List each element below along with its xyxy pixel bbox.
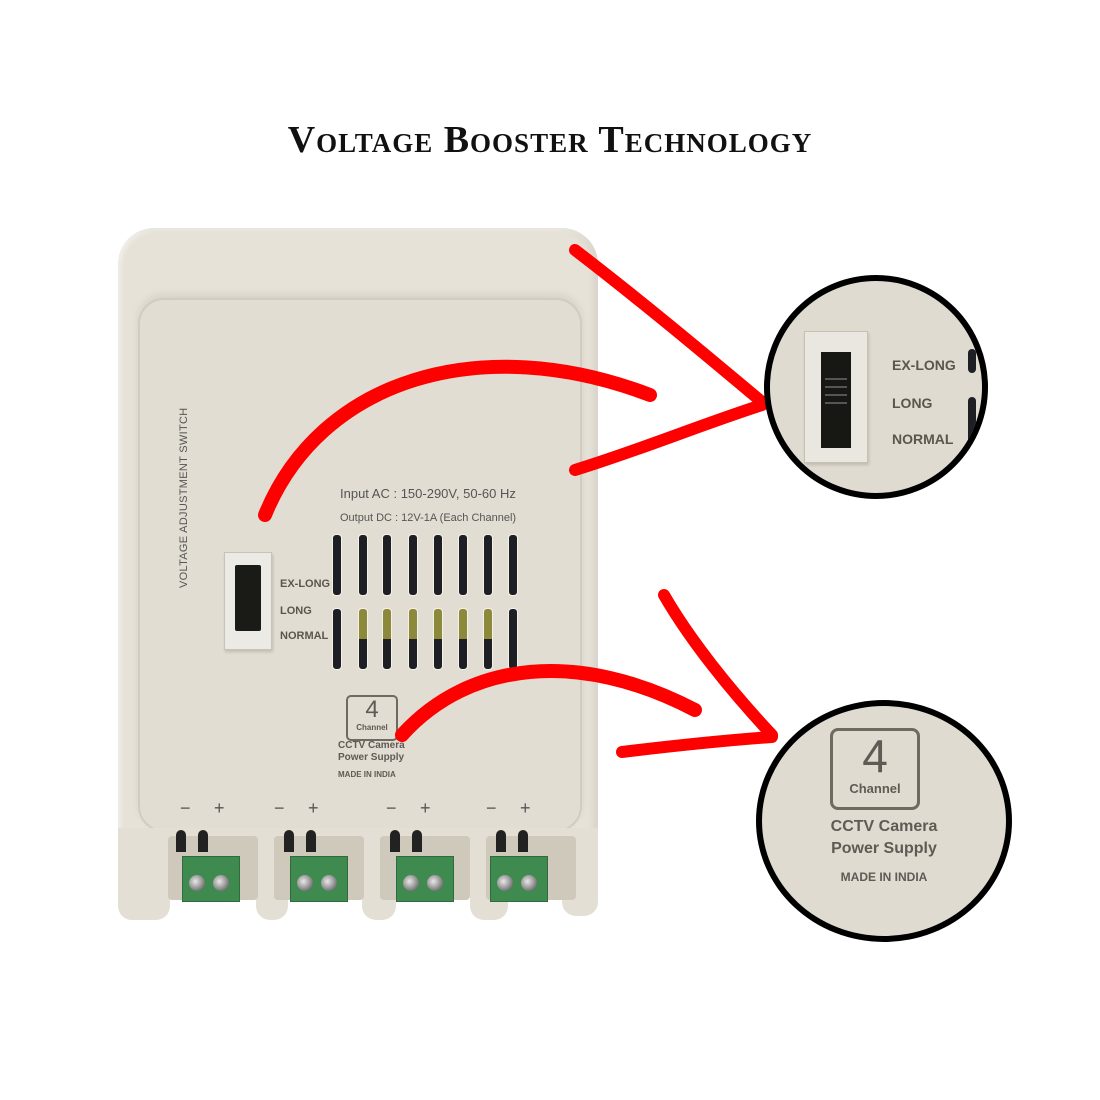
terminal-3[interactable] [380,830,470,902]
polarity-plus-3: + [420,798,431,818]
arrow-switch-head-upper [569,244,768,408]
page-title: Voltage Booster Technology [287,119,813,161]
zoom-channel-label: Channel [849,781,901,796]
terminal-2[interactable] [274,830,364,902]
polarity-plus-2: + [308,798,319,818]
switch-label-ex-long: EX-LONG [280,578,331,590]
switch-slider[interactable] [235,565,261,631]
zoom-label-long: LONG [892,395,933,411]
input-spec: Input AC : 150-290V, 50-60 Hz [340,486,516,501]
zoom-product-line-2: Power Supply [831,840,937,857]
product-line-2: Power Supply [338,752,405,763]
channel-label: Channel [356,723,388,732]
zoom-channel-count: 4 [862,730,888,782]
channel-count: 4 [365,696,379,723]
zoom-origin-label: MADE IN INDIA [840,870,928,884]
output-spec: Output DC : 12V-1A (Each Channel) [340,512,517,524]
switch-zoom-callout: EX-LONG LONG NORMAL [764,275,988,499]
terminal-strip [118,828,598,920]
polarity-minus-1: − [180,798,191,818]
zoom-label-normal: NORMAL [892,431,954,447]
zoomed-channel-badge: 4 Channel [830,728,920,810]
zoom-product-line-1: CCTV Camera [830,818,938,835]
product-line-1: CCTV Camera [338,740,405,751]
polarity-minus-2: − [274,798,285,818]
arrow-badge-head-lower [616,731,778,758]
badge-zoom-callout: 4 Channel CCTV Camera Power Supply MADE … [756,700,1012,942]
polarity-plus-4: + [520,798,531,818]
origin-label: MADE IN INDIA [338,770,396,779]
terminal-4[interactable] [486,830,576,902]
switch-label-normal: NORMAL [280,630,329,642]
channel-badge: 4 Channel [346,695,398,741]
polarity-minus-3: − [386,798,397,818]
arrow-badge-head-upper [658,589,778,741]
switch-label-long: LONG [280,605,312,617]
arrow-switch-head-lower [569,399,768,476]
voltage-adjustment-switch[interactable] [224,552,272,650]
polarity-minus-4: − [486,798,497,818]
terminal-1[interactable] [168,830,258,902]
zoom-label-ex-long: EX-LONG [892,357,956,373]
arrow-switch-curve [258,359,657,522]
arrow-badge-curve [395,664,702,742]
zoomed-switch [804,331,868,463]
polarity-plus-1: + [214,798,225,818]
power-supply-device: VOLTAGE ADJUSTMENT SWITCH EX-LONG LONG N… [118,228,598,920]
